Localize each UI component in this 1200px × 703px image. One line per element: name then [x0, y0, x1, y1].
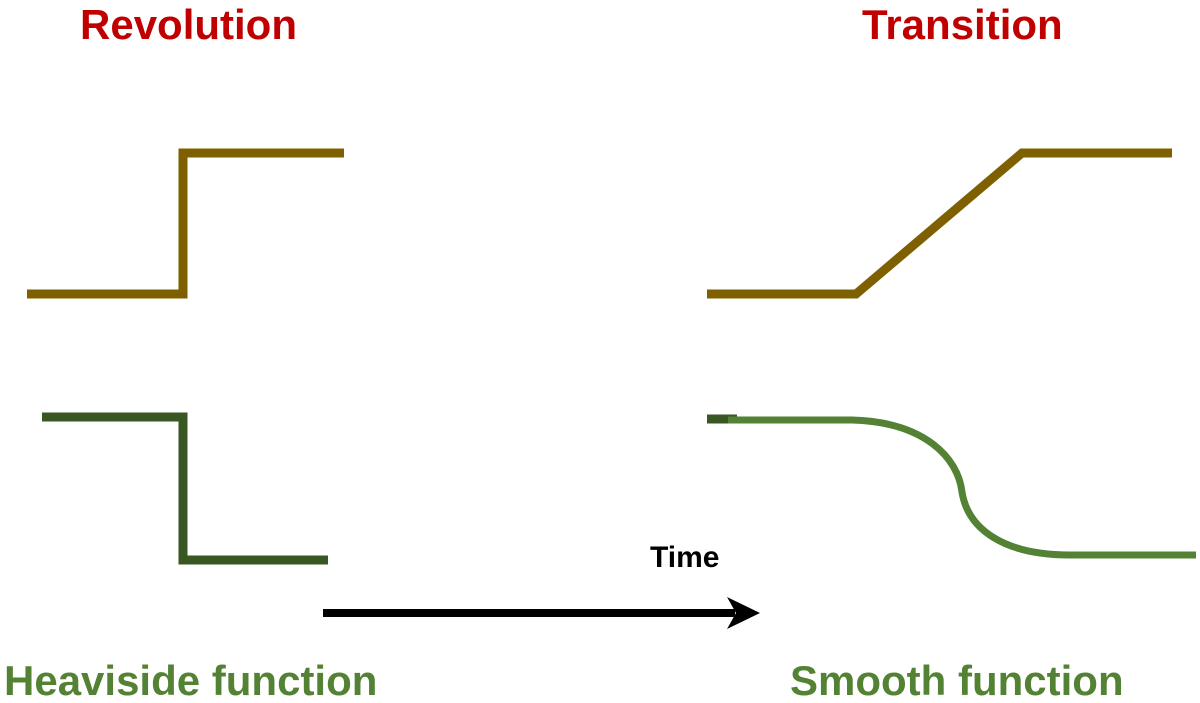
heaviside-step-up-curve — [27, 148, 344, 299]
heaviside-step-down-curve — [42, 412, 328, 565]
right-arrow-icon — [727, 597, 760, 629]
smooth-step-down-curve — [728, 416, 1196, 559]
heaviside-function-caption: Heaviside function — [4, 657, 378, 703]
time-axis-label: Time — [650, 541, 720, 574]
smooth-function-caption: Smooth function — [790, 657, 1124, 703]
smooth-ramp-up-curve — [707, 148, 1172, 299]
revolution-title: Revolution — [80, 1, 297, 48]
transition-title: Transition — [862, 1, 1063, 48]
